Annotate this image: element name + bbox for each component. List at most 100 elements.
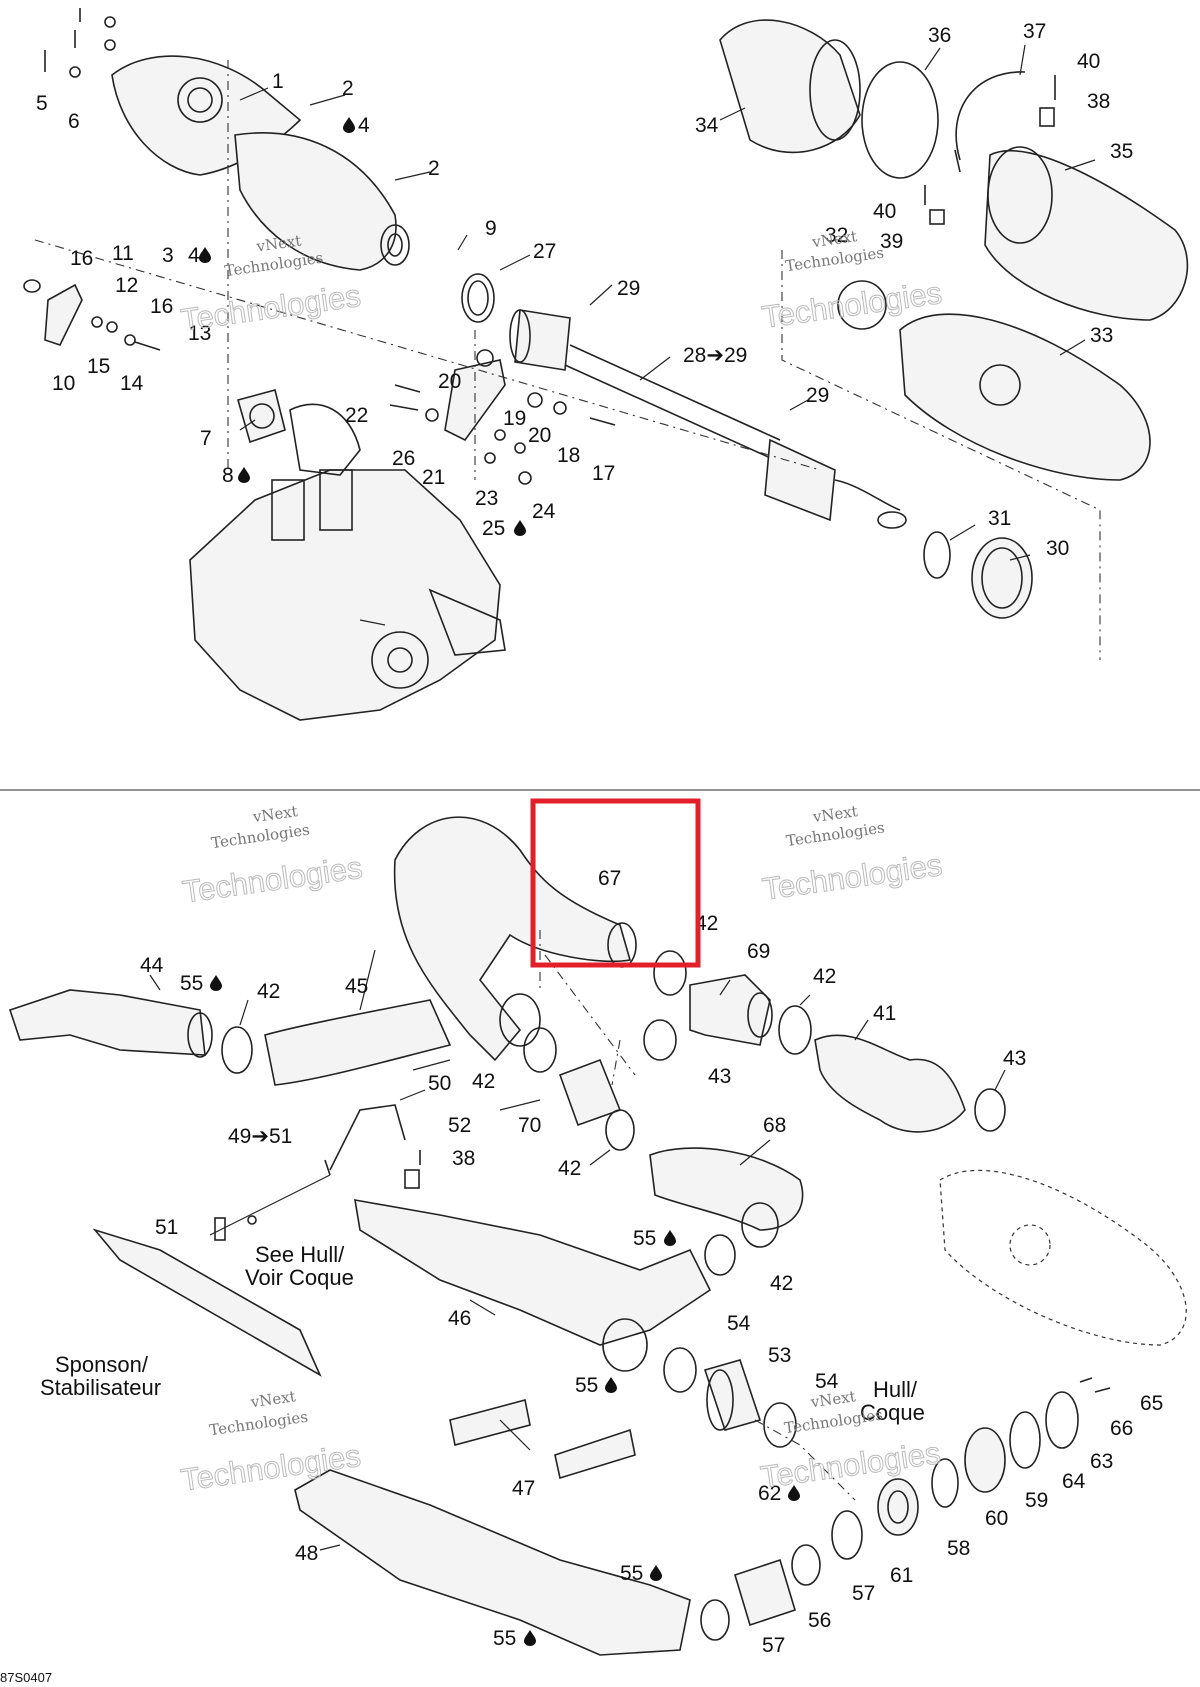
callout-70: 70 xyxy=(518,1114,541,1137)
oil-drop-icon xyxy=(605,1377,617,1393)
exhaust-pipe-part-28 xyxy=(564,344,907,529)
callout-18: 18 xyxy=(557,444,580,467)
tee-pipe-part-69 xyxy=(689,974,773,1046)
svg-text:Technologies: Technologies xyxy=(759,1435,943,1495)
callout-42c: 42 xyxy=(257,980,280,1003)
bracket-part-51 xyxy=(214,1215,257,1241)
notes: See Hull/ Voir Coque Sponson/ Stabilisat… xyxy=(40,1242,925,1425)
sleeve-part-30 xyxy=(971,537,1033,619)
clamp-part-31 xyxy=(923,531,951,579)
callout-54a: 54 xyxy=(727,1312,751,1335)
gasket-part-61 xyxy=(831,1510,863,1560)
hose-part-53 xyxy=(703,1359,762,1431)
callout-55d: 55 xyxy=(620,1562,643,1585)
svg-text:Technologies: Technologies xyxy=(783,1406,884,1438)
cover-part-63 xyxy=(1045,1391,1079,1449)
callout-66: 66 xyxy=(1110,1417,1133,1440)
callout-57b: 57 xyxy=(762,1634,785,1657)
oil-drop-icon xyxy=(238,467,250,483)
callout-labels-bottom: 67 42 69 42 41 43 44 55 42 45 42 43 50 7… xyxy=(140,867,1163,1657)
arrow-line-49-51 xyxy=(209,1174,331,1236)
callout-labels-top: 1 2 4 2 5 6 9 27 3 4 16 11 12 16 13 10 1… xyxy=(36,20,1133,560)
svg-text:Technologies: Technologies xyxy=(180,850,364,910)
callout-16b: 16 xyxy=(150,295,173,318)
fitting-part-58 xyxy=(877,1478,919,1536)
svg-text:Technologies: Technologies xyxy=(785,818,886,850)
callout-5: 5 xyxy=(36,92,48,115)
svg-text:vNext: vNext xyxy=(249,1387,297,1411)
callout-14: 14 xyxy=(120,372,144,395)
clamp-part-43b xyxy=(974,1088,1006,1132)
oil-drop-icon xyxy=(650,1565,662,1581)
svg-text:Technologies: Technologies xyxy=(760,847,944,907)
callout-47: 47 xyxy=(512,1477,535,1500)
engine-assembly xyxy=(189,403,506,721)
coupler-part-29 xyxy=(509,309,571,371)
callout-20a: 20 xyxy=(438,370,461,393)
callout-32: 32 xyxy=(825,224,848,247)
callout-11: 11 xyxy=(112,242,134,265)
callout-69: 69 xyxy=(747,940,770,963)
callout-49: 49➔51 xyxy=(228,1125,292,1148)
hardware-parts-17-26 xyxy=(389,384,616,485)
bolts-part-5-6 xyxy=(44,8,116,78)
callout-17: 17 xyxy=(592,462,615,485)
hose-part-45 xyxy=(264,999,452,1086)
callout-26: 26 xyxy=(392,447,415,470)
callout-1: 1 xyxy=(272,70,284,93)
callout-19: 19 xyxy=(503,407,526,430)
note-hull-1: Hull/ xyxy=(873,1377,918,1402)
callout-36: 36 xyxy=(928,24,951,47)
note-sponson-1: Sponson/ xyxy=(55,1352,149,1377)
callout-35: 35 xyxy=(1110,140,1133,163)
strap-part-37 xyxy=(954,71,1026,173)
callout-45: 45 xyxy=(345,975,368,998)
callout-33: 33 xyxy=(1090,324,1113,347)
clamp-part-42c xyxy=(653,950,687,996)
note-see-hull-2: Voir Coque xyxy=(245,1265,354,1290)
callout-55a: 55 xyxy=(180,972,203,995)
callout-60: 60 xyxy=(985,1507,1008,1530)
callout-29b: 29 xyxy=(806,384,829,407)
ring-part-60 xyxy=(931,1458,959,1508)
callout-4b: 4 xyxy=(188,244,200,267)
callout-34: 34 xyxy=(695,114,719,137)
callout-44: 44 xyxy=(140,954,164,977)
callout-28: 28➔29 xyxy=(683,344,747,367)
callout-42a: 42 xyxy=(695,912,718,935)
sponson-part xyxy=(92,1228,322,1377)
oil-drop-icons xyxy=(199,117,800,1646)
callout-39: 39 xyxy=(880,230,903,253)
resonator-part-33 xyxy=(899,313,1151,481)
oil-drop-icon xyxy=(664,1230,676,1246)
callout-38-bottom: 38 xyxy=(452,1147,475,1170)
callout-40a: 40 xyxy=(1077,50,1100,73)
callout-65: 65 xyxy=(1140,1392,1163,1415)
clamp-part-54a xyxy=(663,1347,697,1393)
clamp-part-54b xyxy=(763,1402,797,1448)
svg-text:Technologies: Technologies xyxy=(210,821,311,853)
exhaust-body-part-46 xyxy=(354,1199,712,1372)
oil-drop-icon xyxy=(343,117,355,133)
flange-part-59 xyxy=(964,1427,1006,1493)
fasteners-part-38-40 xyxy=(924,75,1056,225)
note-see-hull-1: See Hull/ xyxy=(255,1242,345,1267)
callout-64: 64 xyxy=(1062,1470,1086,1493)
callout-7: 7 xyxy=(200,427,212,450)
callout-51: 51 xyxy=(155,1216,178,1239)
callout-42b: 42 xyxy=(813,965,836,988)
callout-13: 13 xyxy=(188,322,211,345)
callout-20b: 20 xyxy=(528,424,551,447)
heat-shield-part-34 xyxy=(719,19,861,154)
explode-line-bottom-3 xyxy=(611,1039,621,1086)
callout-25: 25 xyxy=(482,517,505,540)
bracket-part-50 xyxy=(324,1104,406,1176)
callout-4a: 4 xyxy=(358,114,370,137)
callout-21: 21 xyxy=(422,466,445,489)
svg-text:Technologies: Technologies xyxy=(208,1408,309,1440)
clamp-part-42d xyxy=(778,1005,812,1055)
callout-43b: 43 xyxy=(708,1065,731,1088)
callout-43a: 43 xyxy=(1003,1047,1026,1070)
ring-part-36 xyxy=(861,61,939,179)
